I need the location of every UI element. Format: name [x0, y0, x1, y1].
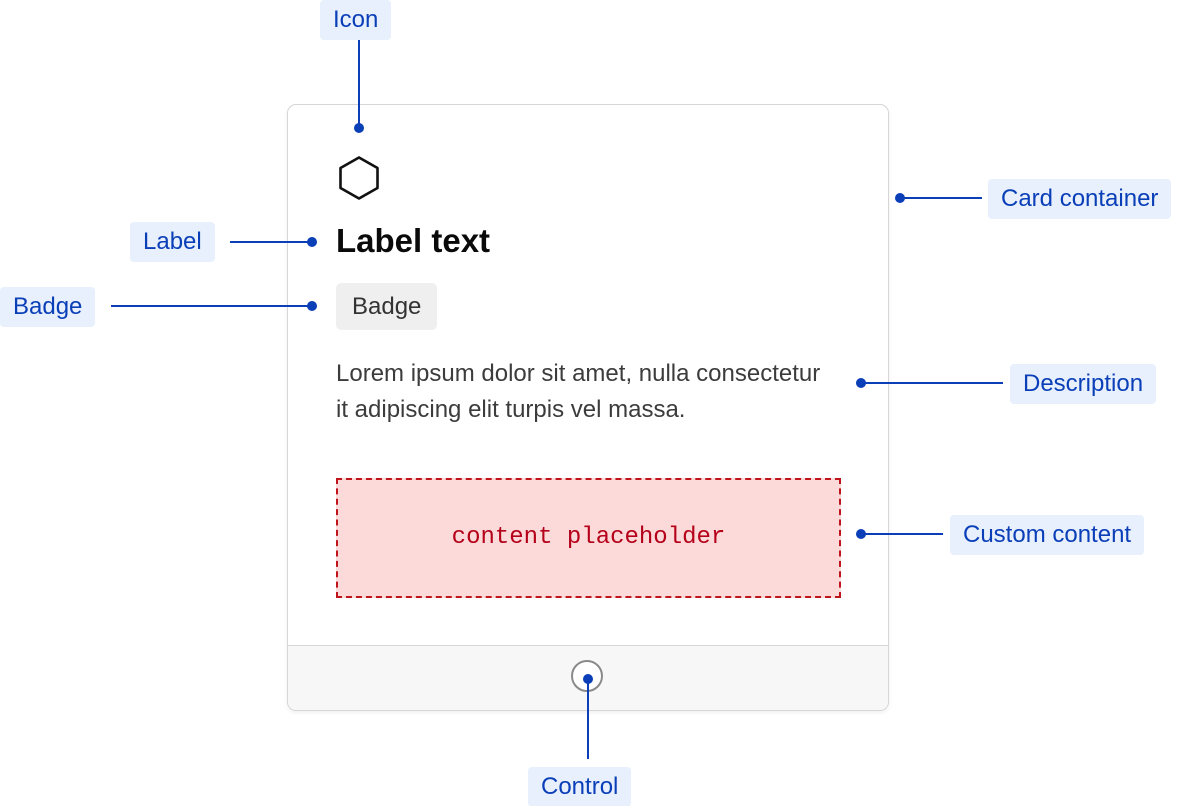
leader-dot-custom-content	[856, 529, 866, 539]
annotation-control: Control	[528, 767, 632, 806]
card-badge: Badge	[336, 283, 438, 330]
leader-line-label	[230, 241, 312, 243]
custom-content-placeholder: content placeholder	[336, 478, 841, 598]
annotation-card-container: Card container	[988, 179, 1172, 219]
leader-dot-label	[307, 237, 317, 247]
annotation-custom-content: Custom content	[950, 515, 1145, 555]
leader-line-badge	[111, 305, 312, 307]
leader-dot-icon	[354, 123, 364, 133]
hexagon-icon	[339, 156, 379, 200]
card-label: Label text	[336, 222, 491, 259]
leader-dot-badge	[307, 301, 317, 311]
leader-line-control	[587, 679, 589, 759]
annotation-icon: Icon	[320, 0, 392, 40]
leader-dot-card-container	[895, 193, 905, 203]
annotation-description: Description	[1010, 364, 1157, 404]
leader-dot-description	[856, 378, 866, 388]
annotation-badge: Badge	[0, 287, 96, 327]
leader-line-description	[861, 382, 1003, 384]
leader-line-icon	[358, 40, 360, 128]
card-container: Label text Badge Lorem ipsum dolor sit a…	[287, 104, 889, 711]
leader-line-custom-content	[861, 533, 943, 535]
card-description: Lorem ipsum dolor sit amet, nulla consec…	[336, 360, 821, 423]
leader-line-card-container	[900, 197, 982, 199]
annotation-label: Label	[130, 222, 215, 262]
leader-dot-control	[583, 674, 593, 684]
